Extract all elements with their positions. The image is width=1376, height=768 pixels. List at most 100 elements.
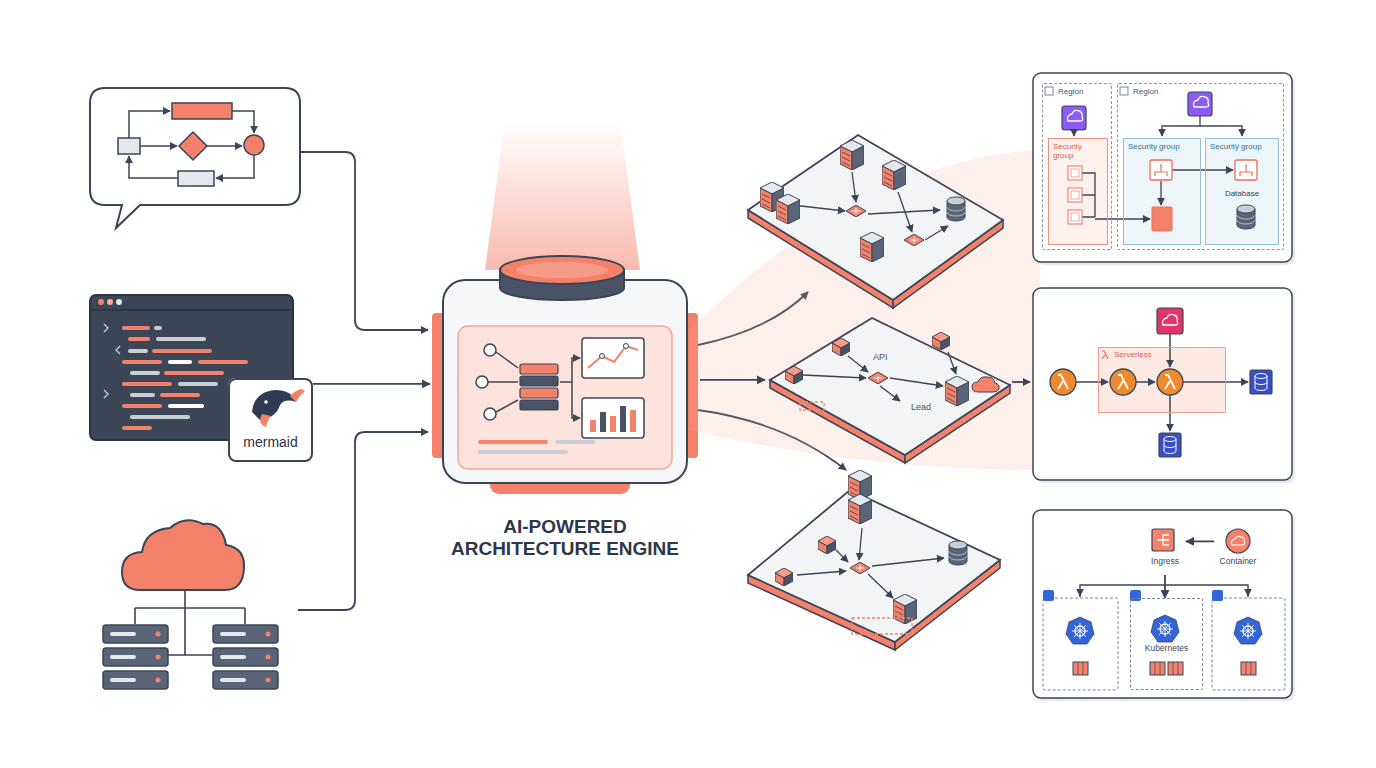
engine-illustration (516, 262, 608, 278)
chat-bubble-input (140, 145, 177, 147)
cloud-network-panel (1071, 191, 1079, 199)
code-editor (152, 349, 212, 353)
node-label: mermaid (230, 434, 311, 450)
cloud-servers (156, 678, 161, 683)
cloud-servers (135, 590, 245, 655)
kubernetes-panel (1231, 536, 1244, 545)
engine-illustration (485, 120, 640, 270)
engine-illustration (496, 352, 518, 368)
cloud-servers (122, 520, 244, 590)
cloud-network-panel (1082, 173, 1095, 217)
cloud-network-panel (1172, 169, 1233, 170)
serverless-panel (1076, 381, 1108, 383)
mermaid-badge (228, 378, 313, 462)
serverless-panel (1157, 308, 1183, 334)
isometric-platform (832, 338, 850, 356)
engine-illustration (520, 388, 558, 398)
cloud-servers (213, 648, 278, 666)
isometric-platform (932, 332, 950, 350)
mermaid-badge: mermaid (228, 378, 313, 462)
engine-illustration (520, 400, 558, 410)
cloud-network-panel (1068, 210, 1082, 224)
code-editor (107, 299, 113, 305)
code-editor (104, 324, 120, 398)
mermaid-badge (228, 378, 313, 462)
cloud-servers (266, 632, 271, 637)
engine-illustration (572, 382, 580, 418)
cloud-network-panel (1237, 205, 1255, 229)
engine-box: AI-POWERED ARCHITECTURE ENGINE (430, 250, 700, 570)
serverless-panel (1183, 381, 1248, 383)
cloud-network-panel (1071, 213, 1079, 221)
node-label: Region (1133, 87, 1281, 96)
cloud-servers (103, 520, 278, 689)
chat-bubble-input (178, 171, 214, 186)
chat-bubble-input (129, 111, 170, 138)
engine-illustration (484, 344, 496, 356)
output-panel (1033, 73, 1295, 701)
kubernetes-panel (1073, 662, 1256, 675)
isometric-platform (972, 377, 999, 392)
flow-arrow (1186, 541, 1214, 543)
code-editor (160, 393, 200, 397)
isometric-platform (846, 205, 866, 217)
isometric-platform (859, 528, 862, 560)
connector-group (313, 380, 1214, 598)
kubernetes-panel (1157, 621, 1173, 637)
kubernetes-panel (1234, 617, 1262, 644)
cloud-network-panel (1073, 130, 1074, 136)
code-editor (122, 404, 162, 408)
code-editor (154, 326, 162, 330)
serverless-panel (1165, 375, 1175, 389)
isometric-platform (925, 226, 948, 240)
isometric-platform (748, 470, 1000, 650)
engine-illustration (582, 338, 644, 378)
isometric-platform (880, 386, 900, 401)
cloud-servers (220, 655, 246, 659)
cloud-network-panel (1150, 160, 1172, 180)
isometric-platform (868, 372, 888, 384)
kubernetes-panel (1043, 529, 1285, 690)
code-editor (90, 295, 293, 440)
kubernetes-panel (1079, 590, 1080, 596)
engine-illustration (432, 120, 698, 494)
isometric-platform (776, 194, 800, 224)
security-group-box: Security group (1123, 138, 1201, 245)
isometric-platform (904, 234, 924, 246)
code-editor (90, 309, 293, 311)
isometric-platform (748, 135, 1003, 308)
chat-bubble-input (232, 111, 254, 133)
isometric-platform (860, 232, 884, 262)
flow-arrow (1164, 575, 1166, 598)
flow-arrow (313, 383, 430, 385)
serverless-panel (1164, 437, 1176, 454)
isometric-platform (775, 568, 793, 586)
cloud-network-panel (1160, 181, 1161, 205)
isometric-platform (850, 562, 870, 574)
engine-illustration (630, 410, 636, 432)
output-panel (1033, 510, 1292, 698)
isometric-platform (748, 135, 1003, 300)
cloud-network-panel (1074, 116, 1242, 219)
serverless-panel (1058, 375, 1175, 389)
node-label: Kubernetes (1131, 644, 1202, 654)
engine-illustration (582, 398, 644, 438)
engine-illustration (488, 381, 518, 383)
cloud-servers (220, 678, 246, 682)
cloud-network-panel (1194, 96, 1209, 107)
cloud-servers (110, 632, 136, 636)
serverless-panel (1058, 375, 1068, 389)
engine-illustration (600, 354, 605, 359)
code-editor (130, 415, 190, 419)
code-editor (156, 337, 206, 341)
isometric-platform (872, 558, 944, 566)
cloud-network-panel (1235, 160, 1257, 180)
security-group-box: Security group (1048, 138, 1108, 245)
code-editor (178, 382, 218, 386)
kubernetes-panel (1151, 615, 1179, 642)
node-label: API (873, 352, 1012, 362)
code-editor (116, 346, 120, 354)
kubernetes-panel (1043, 590, 1054, 601)
node-label: Container (1214, 557, 1262, 567)
chat-bubble-input (129, 111, 254, 178)
